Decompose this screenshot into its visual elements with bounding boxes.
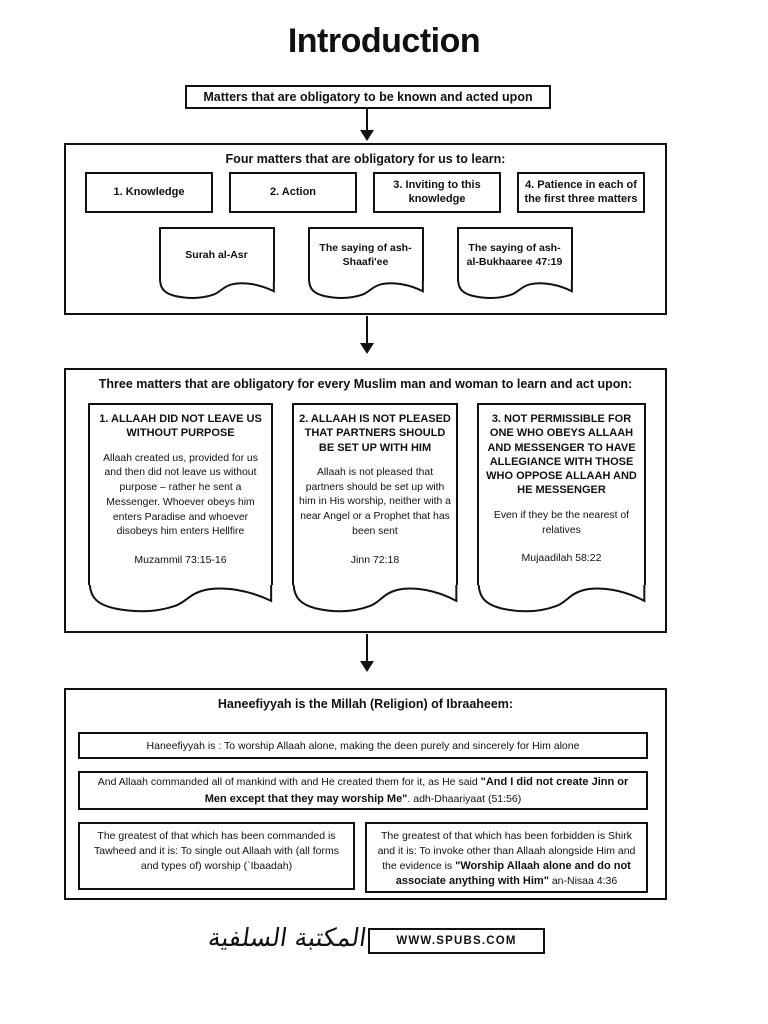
three-matters-heading: Three matters that are obligatory for ev… [98, 377, 633, 391]
flow-arrow-down-icon [359, 634, 375, 672]
scroll-body: 1. ALLAAH DID NOT LEAVE US WITHOUT PURPO… [88, 403, 273, 585]
arrow-stem [366, 634, 368, 661]
scroll-card-shaafiee: The saying of ash-Shaafi'ee [307, 227, 424, 303]
scroll-wave-icon [477, 585, 646, 619]
scroll-wave-icon [159, 281, 275, 303]
shirk-box: The greatest of that which has been forb… [365, 822, 648, 893]
scroll-wave-icon [88, 585, 273, 619]
shirk-text: The greatest of that which has been forb… [377, 830, 636, 888]
card-title: 2. ALLAAH IS NOT PLEASED THAT PARTNERS S… [299, 413, 451, 454]
evidence-quote: "And I did not create Jinn or Men except… [204, 775, 629, 805]
matter-item-action: 2. Action [229, 172, 357, 213]
four-matters-items: 1. Knowledge 2. Action 3. Inviting to th… [85, 172, 645, 213]
card-body: Allaah is not pleased that partners shou… [299, 466, 451, 537]
haneefiyyah-evidence-box: And Allaah commanded all of mankind with… [78, 771, 648, 810]
card-body: Allaah created us, provided for us and t… [103, 452, 258, 538]
haneefiyyah-bottom-row: The greatest of that which has been comm… [78, 822, 648, 893]
matter-item-patience: 4. Patience in each of the first three m… [517, 172, 645, 213]
scroll-body: The saying of ash-al-Bukhaaree 47:19 [456, 227, 573, 281]
scroll-card-purpose: 1. ALLAAH DID NOT LEAVE US WITHOUT PURPO… [88, 403, 273, 619]
scroll-wave-icon [308, 281, 424, 303]
four-matters-box: Four matters that are obligatory for us … [64, 143, 667, 315]
arrow-stem [366, 316, 368, 343]
haneefiyyah-box: Haneefiyyah is the Millah (Religion) of … [64, 688, 667, 900]
top-flow-box: Matters that are obligatory to be known … [185, 85, 551, 109]
website-box: WWW.SPUBS.COM [368, 928, 545, 954]
arrow-head [360, 661, 374, 672]
scroll-card-allegiance: 3. NOT PERMISSIBLE FOR ONE WHO OBEYS ALL… [477, 403, 646, 619]
card-reference: Mujaadilah 58:22 [521, 552, 602, 565]
shirk-quote: "Worship Allaah alone and do not associa… [395, 859, 631, 888]
matter-item-knowledge: 1. Knowledge [85, 172, 213, 213]
scroll-card-bukhaaree: The saying of ash-al-Bukhaaree 47:19 [456, 227, 573, 303]
scroll-wave-icon [292, 585, 458, 619]
scroll-card-surah-al-asr: Surah al-Asr [158, 227, 275, 303]
card-title: 1. ALLAAH DID NOT LEAVE US WITHOUT PURPO… [99, 413, 262, 440]
scroll-wave-icon [457, 281, 573, 303]
tawheed-box: The greatest of that which has been comm… [78, 822, 355, 890]
scroll-body: 2. ALLAAH IS NOT PLEASED THAT PARTNERS S… [292, 403, 458, 585]
card-reference: Muzammil 73:15-16 [134, 554, 227, 567]
flow-arrow-down-icon [359, 316, 375, 354]
three-matters-box: Three matters that are obligatory for ev… [64, 368, 667, 633]
arrow-head [360, 130, 374, 141]
evidence-scrolls-row: Surah al-Asr The saying of ash-Shaafi'ee… [66, 227, 665, 303]
page-title: Introduction [287, 22, 481, 60]
card-body: Even if they be the nearest of relatives [493, 509, 630, 536]
haneefiyyah-definition-box: Haneefiyyah is : To worship Allaah alone… [78, 732, 648, 759]
scroll-body: 3. NOT PERMISSIBLE FOR ONE WHO OBEYS ALL… [477, 403, 646, 585]
evidence-text: And Allaah commanded all of mankind with… [97, 775, 629, 805]
flow-arrow-down-icon [359, 107, 375, 141]
scroll-body: The saying of ash-Shaafi'ee [307, 227, 424, 281]
arrow-stem [366, 107, 368, 130]
matter-item-inviting: 3. Inviting to this knowledge [373, 172, 501, 213]
three-matters-cards: 1. ALLAAH DID NOT LEAVE US WITHOUT PURPO… [88, 403, 646, 619]
card-reference: Jinn 72:18 [350, 553, 400, 566]
arrow-head [360, 343, 374, 354]
scroll-card-partners: 2. ALLAAH IS NOT PLEASED THAT PARTNERS S… [292, 403, 458, 619]
four-matters-heading: Four matters that are obligatory for us … [225, 152, 506, 166]
card-title: 3. NOT PERMISSIBLE FOR ONE WHO OBEYS ALL… [486, 413, 637, 497]
salafi-publications-arabic-logo: المكتبة السلفية [206, 922, 369, 952]
haneefiyyah-heading: Haneefiyyah is the Millah (Religion) of … [217, 697, 514, 711]
scroll-body: Surah al-Asr [158, 227, 275, 281]
